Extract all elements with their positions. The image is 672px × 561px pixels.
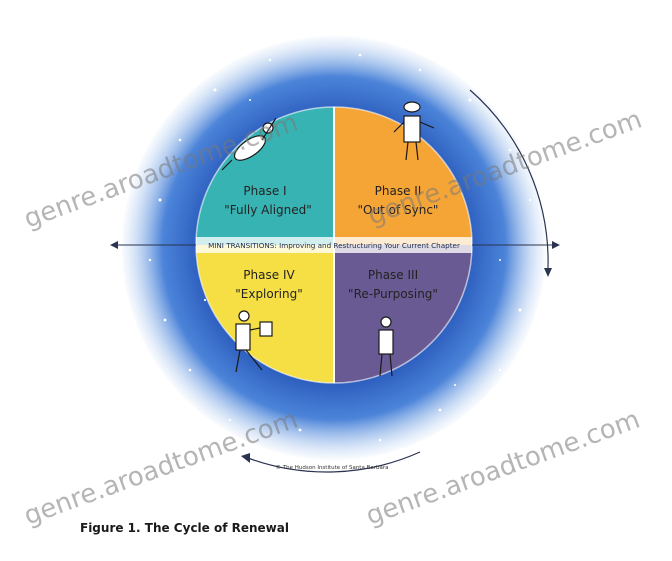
phase-4-subtitle: "Exploring"	[235, 287, 303, 301]
walking-figure-phase-4-illustration	[235, 310, 273, 373]
phase-2-name: Phase II	[375, 184, 422, 198]
phase-3-subtitle: "Re-Purposing"	[348, 287, 438, 301]
phase-1-subtitle: "Fully Aligned"	[224, 203, 312, 217]
phase-3-name: Phase III	[368, 268, 418, 282]
cycle-arrows	[241, 89, 552, 473]
standing-figure-phase-3-illustration	[378, 316, 394, 377]
copyright-note: © The Hudson Institute of Santa Barbara	[276, 464, 389, 471]
flying-figure-illustration	[221, 117, 277, 171]
mini-transitions-label: MINI TRANSITIONS: Improving and Restruct…	[208, 241, 460, 250]
figure-caption: Figure 1. The Cycle of Renewal	[80, 521, 289, 535]
phase-2-subtitle: "Out of Sync"	[358, 203, 439, 217]
watermark-3: genre.aroadtome.com	[20, 405, 302, 532]
mini-transitions-band: MINI TRANSITIONS: Improving and Restruct…	[110, 237, 560, 253]
star-field	[148, 53, 532, 442]
phase-4-name: Phase IV	[243, 268, 295, 282]
standing-figure-phase-2-illustration	[393, 101, 435, 161]
phase-1-name: Phase I	[243, 184, 286, 198]
